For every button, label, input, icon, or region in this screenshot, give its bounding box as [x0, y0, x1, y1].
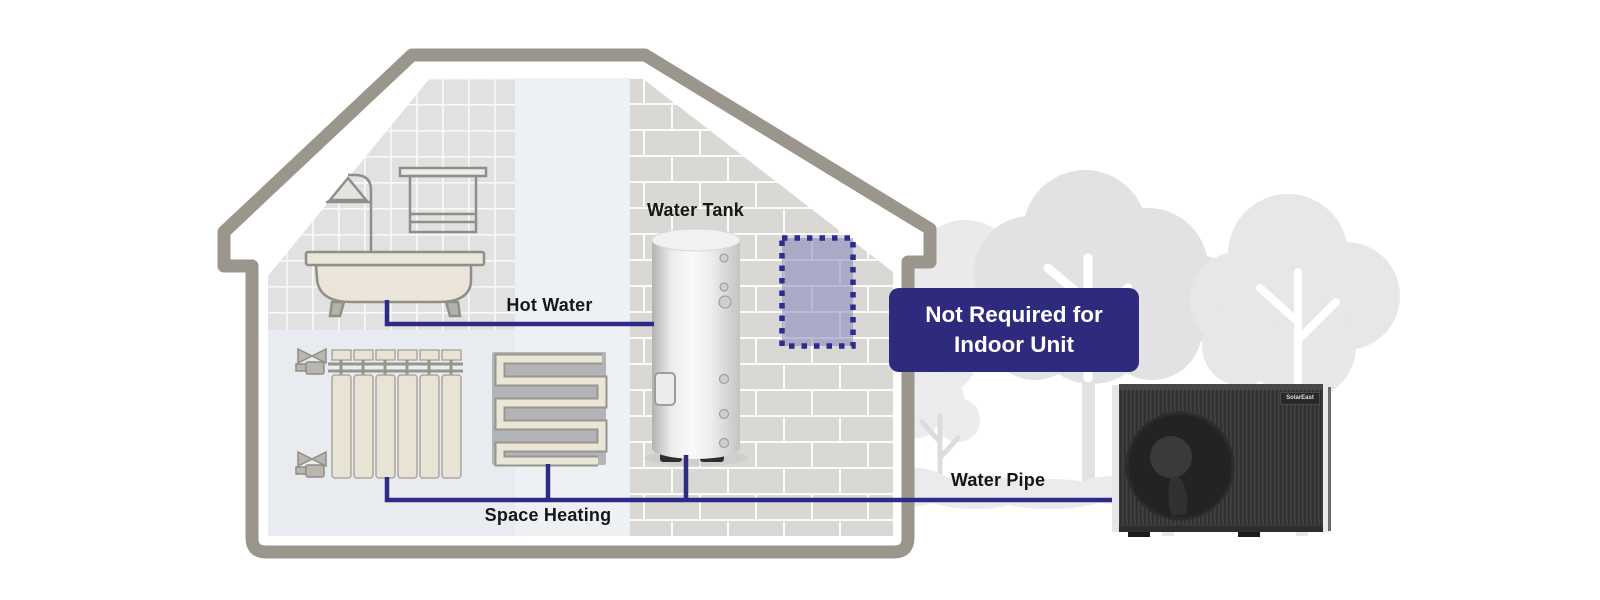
badge-line-2: Indoor Unit	[954, 332, 1074, 357]
outdoor-heat-pump-graphic	[1112, 384, 1331, 537]
indoor-unit-placeholder	[779, 235, 856, 349]
water-tank-graphic	[644, 228, 748, 466]
water-tank-label: Water Tank	[646, 200, 745, 220]
fan-icon	[1125, 411, 1235, 521]
hot-water-pipe	[384, 300, 654, 327]
tree-icon	[1190, 194, 1400, 480]
space-heating-label: Space Heating	[484, 505, 612, 525]
space-heating-water-pipe	[384, 455, 1114, 503]
floor-heating-coil-icon	[492, 352, 608, 467]
shower-icon	[326, 173, 373, 255]
badge-line-1: Not Required for	[925, 302, 1103, 327]
radiator-icon	[295, 347, 463, 479]
towel-rack-icon	[398, 166, 488, 234]
pipes	[384, 300, 1114, 503]
water-pipe-label: Water Pipe	[950, 470, 1046, 490]
house	[217, 48, 937, 559]
unit-feet	[1128, 532, 1308, 537]
hot-water-label: Hot Water	[506, 295, 593, 315]
not-required-badge: Not Required for Indoor Unit	[889, 288, 1139, 372]
outdoor-unit-brand-label: SolarEast	[1280, 392, 1320, 405]
bathtub-icon	[304, 250, 486, 318]
